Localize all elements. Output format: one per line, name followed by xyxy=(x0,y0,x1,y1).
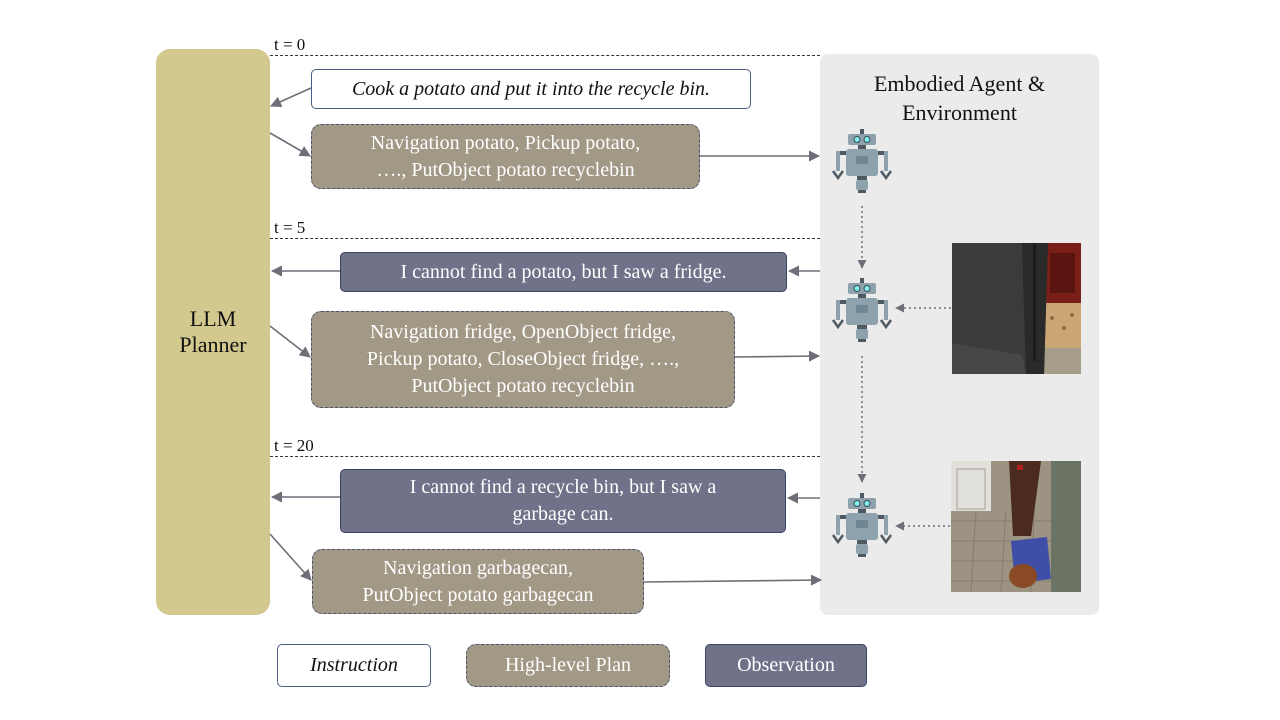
plan-text-line: …., PutObject potato recyclebin xyxy=(376,158,635,181)
environment-title-line1: Embodied Agent & xyxy=(873,71,1046,96)
plan-text-line: Navigation potato, Pickup potato, xyxy=(370,131,641,154)
legend-instruction-label: Instruction xyxy=(310,654,398,676)
legend-instruction: Instruction xyxy=(277,644,431,687)
legend-plan: High-level Plan xyxy=(466,644,670,687)
time-separator-line xyxy=(270,55,820,56)
environment-title: Embodied Agent & Environment xyxy=(820,70,1099,127)
robot-icon xyxy=(831,276,893,344)
legend-plan-label: High-level Plan xyxy=(504,654,632,676)
time-step-label: t = 5 xyxy=(274,218,306,237)
time-separator-line xyxy=(270,238,820,239)
high-level-plan-box: Navigation garbagecan, PutObject potato … xyxy=(312,549,644,614)
plan-text-line: Navigation garbagecan, xyxy=(383,556,573,579)
observation-text: I cannot find a potato, but I saw a frid… xyxy=(400,260,727,283)
time-step-label: t = 0 xyxy=(274,35,306,54)
observation-box: I cannot find a potato, but I saw a frid… xyxy=(340,252,787,292)
arrow-instruction-to-llm xyxy=(269,87,312,107)
high-level-plan-box: Navigation fridge, OpenObject fridge, Pi… xyxy=(311,311,735,408)
robot-icon xyxy=(831,127,893,195)
kitchen-fridge-image xyxy=(952,243,1081,374)
environment-title-line2: Environment xyxy=(902,99,1017,125)
legend-observation-label: Observation xyxy=(737,654,835,676)
plan-text-line: Navigation fridge, OpenObject fridge, xyxy=(369,321,676,343)
time-separator-line xyxy=(270,456,820,457)
robot-icon xyxy=(831,491,893,559)
llm-planner-panel: LLM Planner xyxy=(156,49,270,615)
instruction-text: Cook a potato and put it into the recycl… xyxy=(351,77,711,100)
instruction-box: Cook a potato and put it into the recycl… xyxy=(311,69,751,109)
kitchen-garbage-image xyxy=(951,461,1081,592)
arrow-llm-to-plan xyxy=(269,325,311,358)
plan-text-line: PutObject potato garbagecan xyxy=(362,583,594,606)
arrow-llm-to-plan xyxy=(269,132,311,157)
legend-observation: Observation xyxy=(705,644,867,687)
plan-text-line: PutObject potato recyclebin xyxy=(411,375,635,397)
llm-planner-label-line2: Planner xyxy=(179,332,247,357)
observation-text-line: I cannot find a recycle bin, but I saw a xyxy=(409,476,717,498)
arrow-plan-to-env xyxy=(643,574,823,586)
arrow-llm-to-plan xyxy=(269,533,312,581)
llm-planner-label-line1: LLM xyxy=(189,305,237,331)
time-step-label: t = 20 xyxy=(274,436,314,455)
plan-text-line: Pickup potato, CloseObject fridge, …., xyxy=(366,348,680,370)
observation-text-line: garbage can. xyxy=(512,503,614,525)
arrow-plan-to-env xyxy=(734,350,821,362)
observation-box: I cannot find a recycle bin, but I saw a… xyxy=(340,469,786,533)
high-level-plan-box: Navigation potato, Pickup potato, …., Pu… xyxy=(311,124,700,189)
